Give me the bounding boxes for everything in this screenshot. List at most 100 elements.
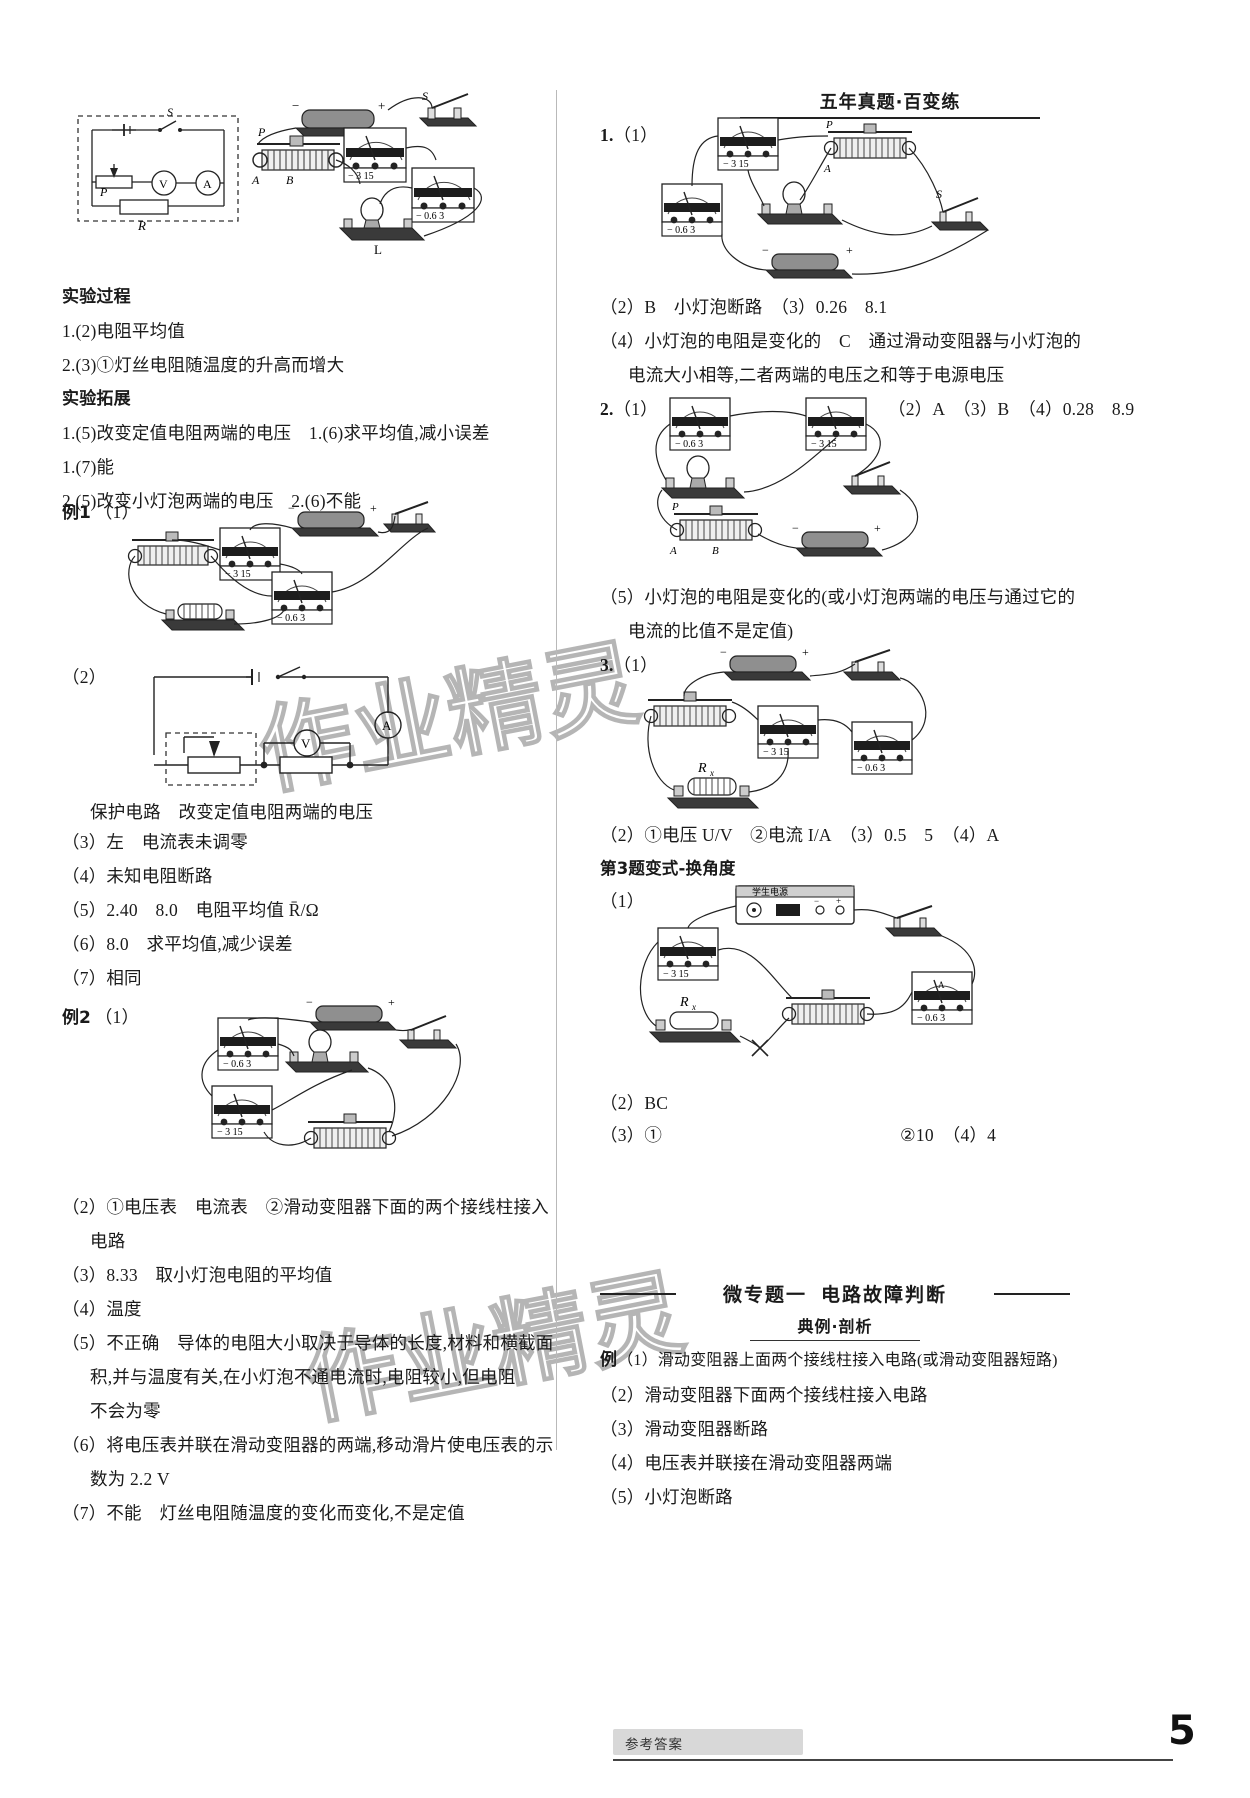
svg-text:+: + (874, 521, 881, 535)
section-experiment-process: 实验过程 1.(2)电阻平均值 2.(3)①灯丝电阻随温度的升高而增大 (62, 280, 542, 382)
svg-text:−: − (288, 501, 295, 515)
variant-figure-apparatus: 学生电源 −+ (630, 880, 1050, 1075)
svg-text:−: − (762, 243, 769, 257)
svg-text:− 3 15: − 3 15 (763, 747, 789, 758)
ui-characteristic-chart: 3.0 2.0 1.0 O 0.1 0.2 0.3 U/V I/A (1240, 1105, 1250, 1265)
answer-line: （7）不能 灯丝电阻随温度的变化而变化,不是定值 (62, 1503, 465, 1523)
footer-label: 参考答案 (625, 1737, 683, 1753)
micro-topic-banner: 微专题一电路故障判断 (600, 1280, 1070, 1307)
svg-text:A: A (669, 545, 677, 557)
q3-header: 3.（1） (600, 648, 658, 682)
svg-text:− 0.6 3: − 0.6 3 (416, 211, 444, 222)
example2-label: 例2 (62, 1008, 91, 1028)
example2-header: 例2 （1） (62, 1000, 139, 1034)
micro-topic-rule-right (994, 1293, 1070, 1295)
q3-answers: （2）①电压 U/V ②电流 I/A （3）0.5 5 （4）A (600, 818, 1070, 852)
micro-topic-rule-left (600, 1293, 676, 1295)
micro-topic-first-line: 例（1）滑动变阻器上面两个接线柱接入电路(或滑动变阻器短路) (600, 1342, 1070, 1378)
svg-text:A: A (203, 177, 212, 191)
svg-text:P: P (99, 185, 108, 199)
answer-line: 不会为零 (90, 1401, 161, 1421)
svg-text:− 3 15: − 3 15 (348, 171, 374, 182)
answer-line: （6）8.0 求平均值,减少误差 (62, 934, 293, 954)
svg-text:+: + (802, 648, 809, 659)
example1-figure-apparatus: −+ − 3 15 (122, 500, 442, 655)
example1-header: 例1 （1） (62, 495, 139, 529)
q2-number: 2. (600, 399, 614, 419)
example2-figure-apparatus: − + − 0.6 3 (152, 1000, 492, 1190)
svg-text:− 0.6 3: − 0.6 3 (675, 439, 703, 450)
example2-answers: （2）①电压表 电流表 ②滑动变阻器下面的两个接线柱接入 电路 （3）8.33 … (62, 1190, 554, 1530)
svg-text:− 3 15: − 3 15 (723, 159, 749, 170)
micro-topic-title: 电路故障判断 (821, 1284, 948, 1306)
svg-text:P: P (671, 501, 679, 513)
left-column: S V A R (62, 0, 553, 1798)
answer-line: 2.(3)①灯丝电阻随温度的升高而增大 (62, 355, 345, 375)
svg-text:− 0.6 3: − 0.6 3 (667, 225, 695, 236)
q2-answers: （5）小灯泡的电阻是变化的(或小灯泡两端的电压与通过它的 电流的比值不是定值) (600, 580, 1075, 648)
svg-text:− 0.6 3: − 0.6 3 (857, 763, 885, 774)
svg-text:P: P (257, 125, 266, 139)
example1-answers: （3）左 电流表未调零 （4）未知电阻断路 （5）2.40 8.0 电阻平均值 … (62, 825, 542, 995)
micro-topic-subheading: 典例·剖析 (797, 1317, 873, 1336)
svg-text:A: A (251, 173, 260, 187)
section-heading: 实验拓展 (62, 389, 131, 409)
variant-answer3-prefix: （3）① (600, 1125, 663, 1145)
svg-text:− 3 15: − 3 15 (663, 969, 689, 980)
svg-text:P: P (825, 119, 833, 131)
svg-text:− 3 15: − 3 15 (811, 439, 837, 450)
svg-text:−: − (306, 1000, 313, 1009)
svg-text:− 0.6 3: − 0.6 3 (917, 1013, 945, 1024)
answer-line: （3）左 电流表未调零 (62, 832, 248, 852)
svg-text:B: B (286, 173, 294, 187)
answer-line: （1）滑动变阻器上面两个接线柱接入电路(或滑动变阻器短路) (617, 1352, 1058, 1369)
q1-number: 1. (600, 125, 614, 145)
answer-line: （3）滑动变阻器断路 (600, 1419, 769, 1439)
q1-figure-apparatus: − 3 15 (640, 110, 1060, 290)
answer-line: 积,并与温度有关,在小灯泡不通电流时,电阻较小,但电阻 (90, 1367, 516, 1387)
q2-inline-answers: （2）A （3）B （4）0.28 8.9 (888, 399, 1135, 419)
example1-q2-label-row: （2） (62, 660, 106, 694)
q3-number: 3. (600, 655, 614, 675)
svg-text:A: A (382, 718, 392, 733)
q1-q1-label: （1） (613, 125, 658, 145)
svg-text:V: V (301, 736, 311, 751)
answer-line: （2）①电压 U/V ②电流 I/A （3）0.5 5 （4）A (600, 825, 1000, 845)
q2-q1-label: （1） (613, 399, 658, 419)
answer-line: （5）小灯泡断路 (600, 1487, 733, 1507)
svg-text:+: + (370, 501, 377, 515)
variant-heading: 第3题变式-换角度 (600, 859, 736, 878)
answer-line: （4）未知电阻断路 (62, 866, 213, 886)
q3-figure-apparatus: −+ (640, 648, 1060, 823)
variant-answer-bc: （2）BC (600, 1093, 669, 1113)
svg-text:A: A (823, 163, 831, 175)
svg-text:− 0.6 3: − 0.6 3 (223, 1059, 251, 1070)
micro-topic-answers: 例（1）滑动变阻器上面两个接线柱接入电路(或滑动变阻器短路) （2）滑动变阻器下… (600, 1342, 1070, 1514)
q3-q1-label: （1） (613, 655, 658, 675)
banner-five-year: 五年真题·百变练 (740, 88, 1040, 119)
micro-topic-example-label: 例 (600, 1350, 618, 1370)
answer-line: （5）不正确 导体的电阻大小取决于导体的长度,材料和横截面 (62, 1333, 554, 1353)
answer-line: 1.(5)改变定值电阻两端的电压 1.(6)求平均值,减小误差 (62, 423, 490, 443)
svg-text:+: + (388, 1000, 395, 1009)
svg-text:x: x (691, 1002, 696, 1012)
answer-line: （4）电压表并联接在滑动变阻器两端 (600, 1453, 893, 1473)
answer-line: （2）滑动变阻器下面两个接线柱接入电路 (600, 1385, 928, 1405)
svg-text:B: B (712, 545, 719, 557)
q1-answers: （2）B 小灯泡断路 （3）0.26 8.1 （4）小灯泡的电阻是变化的 C 通… (600, 290, 1081, 392)
example1-label: 例1 (62, 503, 91, 523)
svg-text:学生电源: 学生电源 (752, 886, 788, 898)
svg-text:A: A (938, 980, 945, 990)
svg-text:x: x (709, 768, 714, 778)
svg-text:S: S (167, 105, 173, 119)
answer-line: （2）B 小灯泡断路 （3）0.26 8.1 (600, 297, 888, 317)
example2-q1-label: （1） (94, 1007, 140, 1027)
right-column: 五年真题·百变练 1.（1） − 3 15 (600, 0, 1134, 1798)
svg-text:−: − (814, 896, 819, 906)
q1-header: 1.（1） (600, 118, 658, 152)
variant-answer3-rest: ②10 （4）4 (900, 1125, 997, 1145)
answer-line: 1.(7)能 (62, 457, 115, 477)
answer-line: 电路 (90, 1231, 126, 1251)
q2-figure-apparatus: − 0.6 3 − 3 15 (620, 390, 1040, 580)
